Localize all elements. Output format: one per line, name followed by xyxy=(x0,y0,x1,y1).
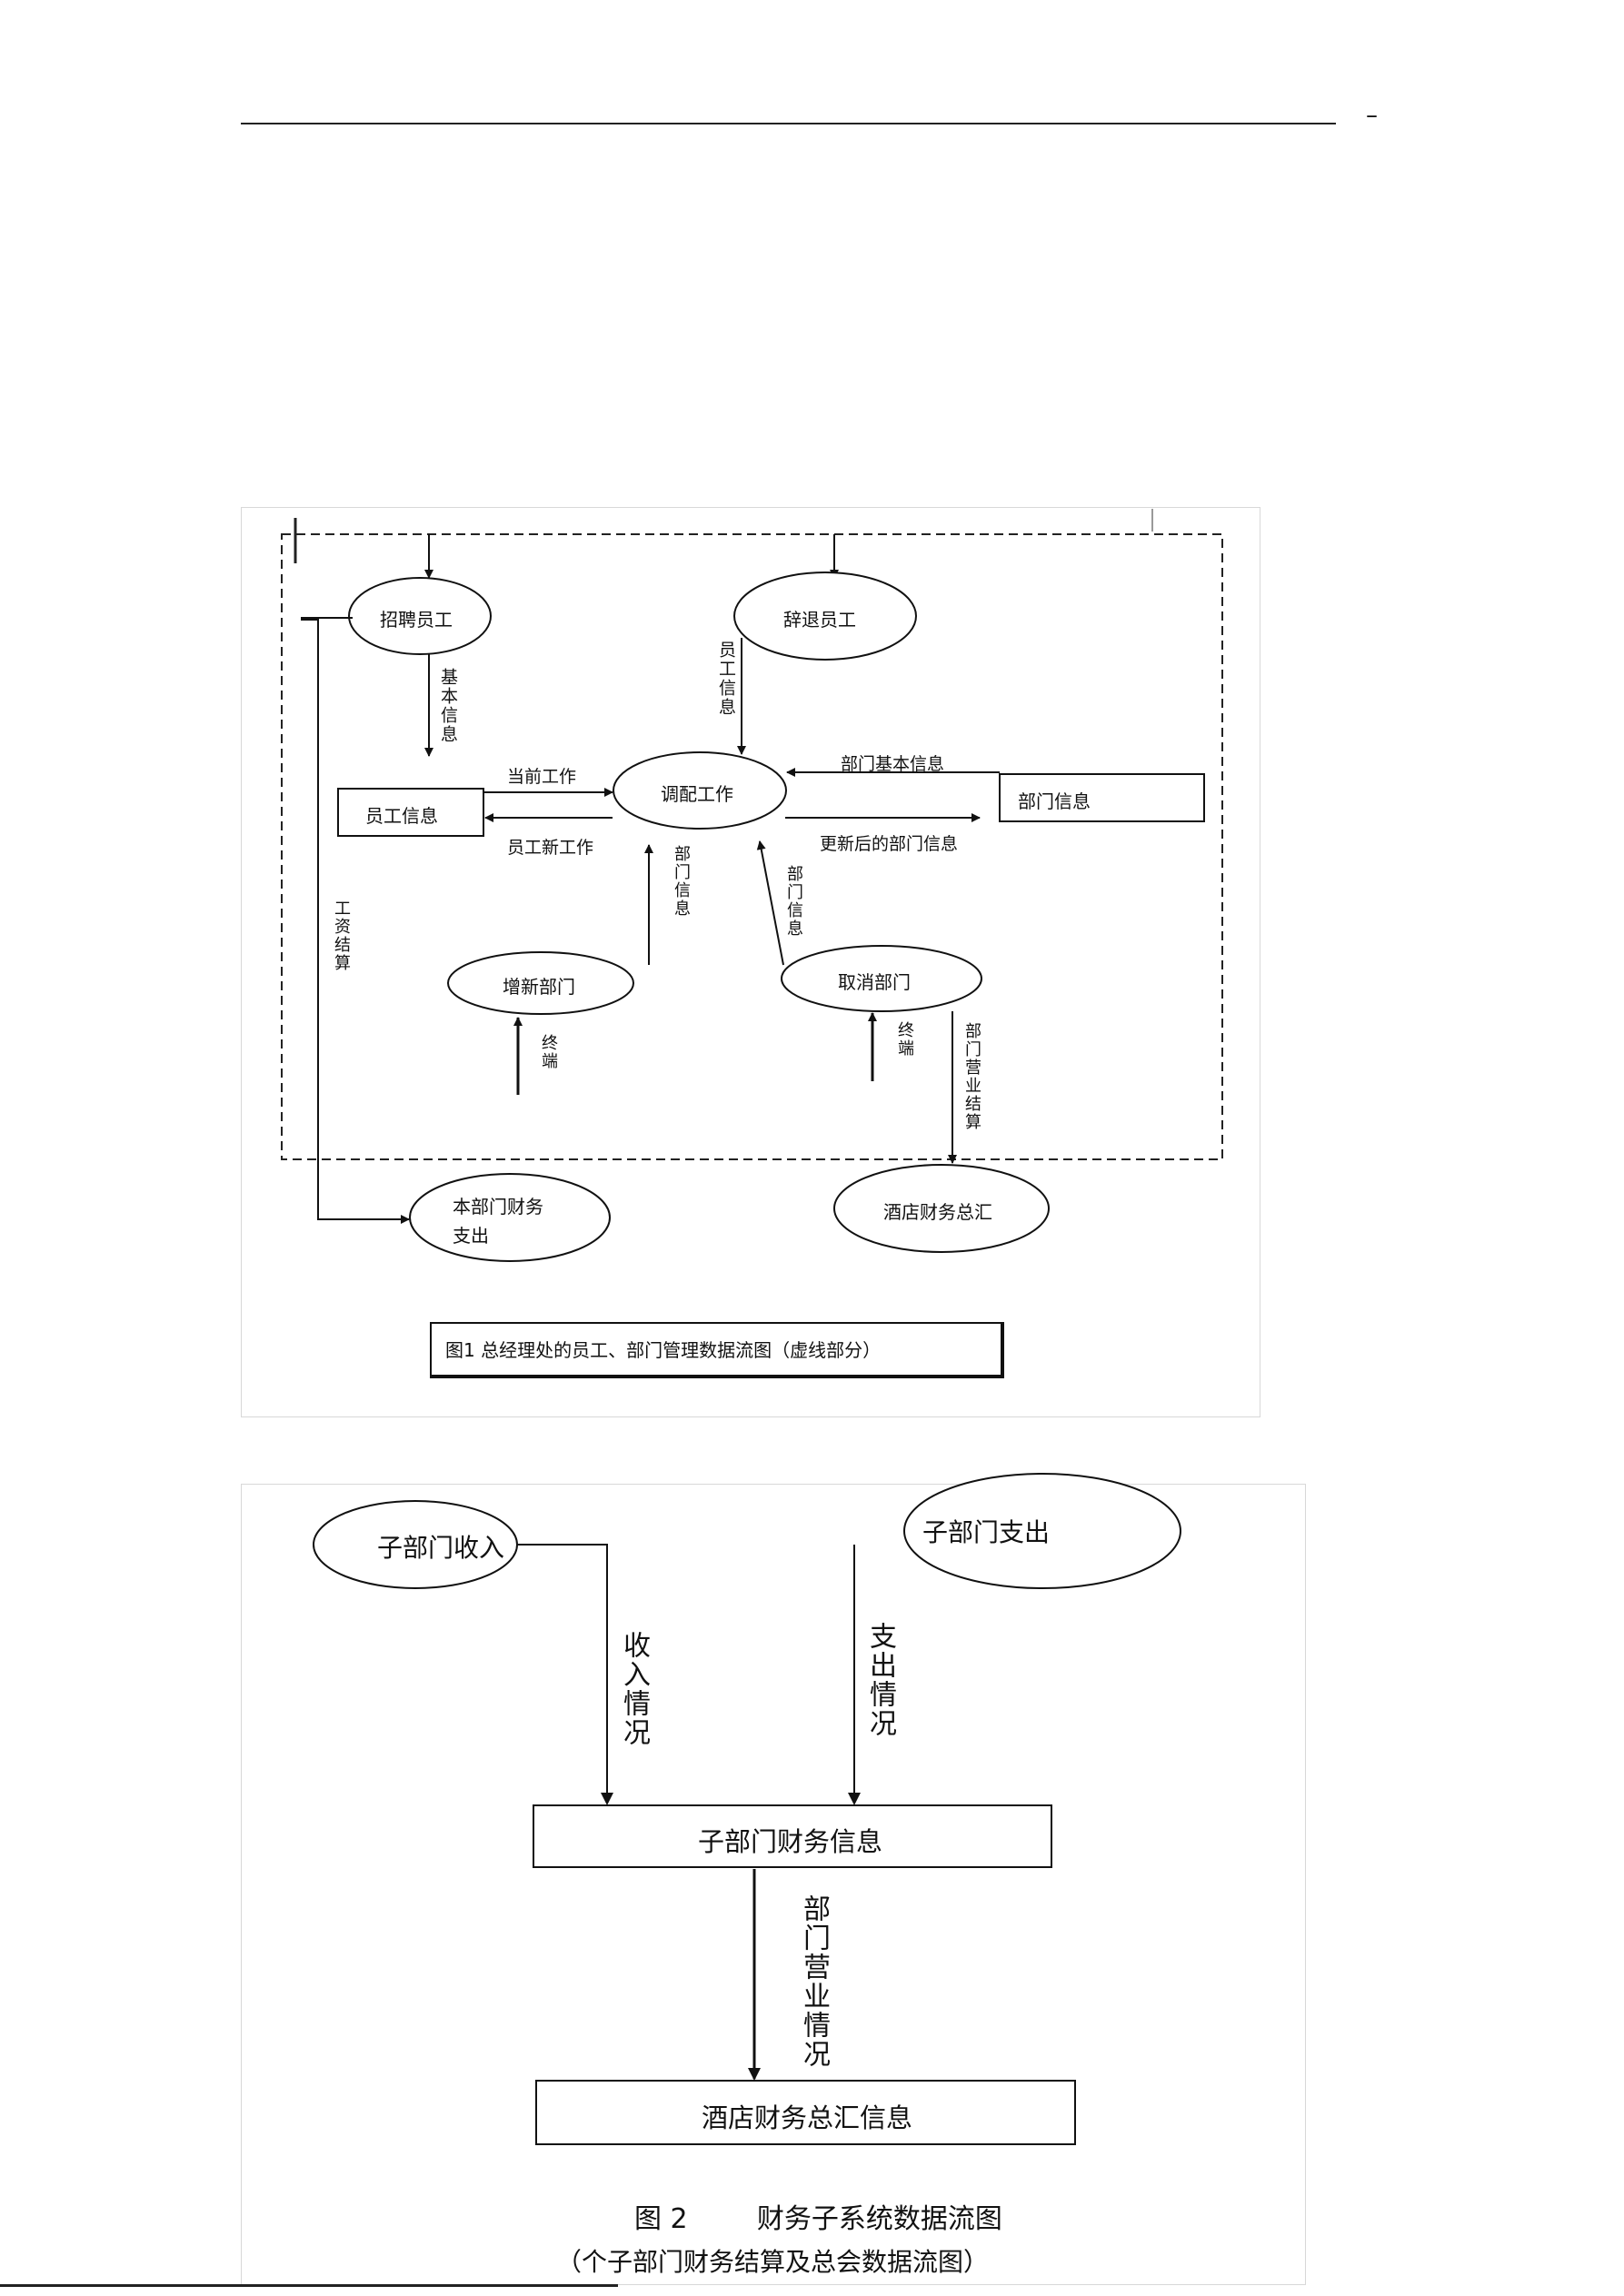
label-flow-expense-status: 支出情况 xyxy=(866,1622,893,1738)
label-flow-income-status: 收入情况 xyxy=(620,1631,647,1747)
flow-income-status xyxy=(517,1545,607,1804)
label-process-expense: 子部门支出 xyxy=(922,1513,1050,1549)
figure2-caption-line2: （个子部门财务结算及总会数据流图） xyxy=(556,2242,989,2279)
label-store-sub-finance: 子部门财务信息 xyxy=(698,1821,882,1859)
footer-rule xyxy=(0,2284,618,2287)
figure2-caption-line1: 图 2 财务子系统数据流图 xyxy=(634,2196,1002,2236)
label-process-income: 子部门收入 xyxy=(377,1528,504,1565)
label-store-hotel-summary: 酒店财务总汇信息 xyxy=(702,2097,912,2135)
label-flow-dept-business-status: 部门营业情况 xyxy=(800,1894,827,2069)
